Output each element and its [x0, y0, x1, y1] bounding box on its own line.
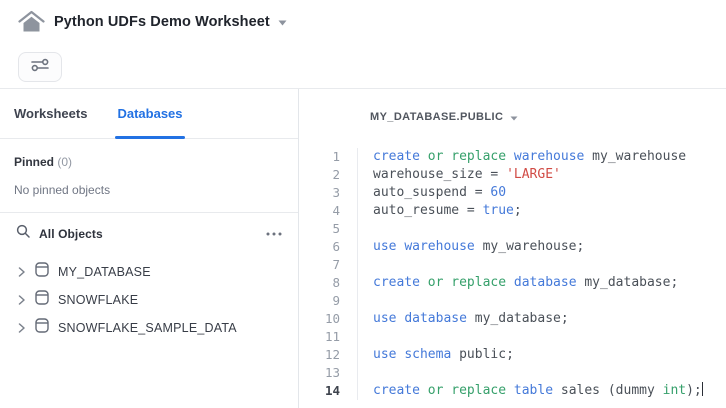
line-number: 6	[299, 238, 358, 256]
code-content: create or replace database my_database;	[373, 275, 679, 290]
code-line[interactable]: 7	[299, 256, 726, 274]
chevron-right-icon[interactable]	[18, 295, 26, 305]
active-tab-underline	[115, 135, 185, 139]
code-line[interactable]: 8 create or replace database my_database;	[299, 274, 726, 292]
sidebar: Worksheets Databases Pinned (0) No pinne…	[0, 89, 298, 408]
code-line[interactable]: 10 use database my_database;	[299, 310, 726, 328]
line-number: 3	[299, 184, 358, 202]
tree-item-snowflake[interactable]: SNOWFLAKE	[0, 286, 298, 314]
line-number: 11	[299, 328, 358, 346]
code-line[interactable]: 1 create or replace warehouse my_warehous…	[299, 148, 726, 166]
chevron-right-icon[interactable]	[18, 323, 26, 333]
line-number: 13	[299, 364, 358, 382]
chevron-down-icon	[510, 108, 518, 126]
pinned-count: (0)	[57, 155, 73, 169]
code-line[interactable]: 11	[299, 328, 726, 346]
tab-databases[interactable]: Databases	[115, 89, 185, 139]
editor-panel: MY_DATABASE.PUBLIC 1 create or replace wa…	[299, 89, 726, 408]
tree-item-my-database[interactable]: MY_DATABASE	[0, 258, 298, 286]
section-divider	[0, 212, 298, 213]
code-content: auto_resume = true;	[373, 203, 522, 218]
code-line[interactable]: 14 create or replace table sales (dummy i…	[299, 382, 726, 400]
line-number: 7	[299, 256, 358, 274]
code-content: auto_suspend = 60	[373, 185, 507, 200]
page-title: Python UDFs Demo Worksheet	[54, 14, 270, 30]
database-icon	[35, 262, 49, 282]
code-lines: 1 create or replace warehouse my_warehous…	[299, 148, 726, 400]
code-content: create or replace table sales (dummy int…	[373, 382, 704, 398]
home-button[interactable]	[18, 10, 48, 36]
tab-worksheets[interactable]: Worksheets	[14, 89, 87, 139]
code-line[interactable]: 9	[299, 292, 726, 310]
code-content: use database my_database;	[373, 311, 569, 326]
code-line[interactable]: 2 warehouse_size = 'LARGE'	[299, 166, 726, 184]
chevron-down-icon	[278, 13, 287, 31]
sql-code-editor[interactable]: 1 create or replace warehouse my_warehous…	[299, 148, 726, 400]
text-cursor	[701, 382, 704, 396]
line-number: 5	[299, 220, 358, 238]
code-content: use warehouse my_warehouse;	[373, 239, 585, 254]
code-content	[358, 364, 373, 382]
code-content	[358, 256, 373, 274]
line-number: 14	[299, 382, 358, 400]
line-number: 12	[299, 346, 358, 364]
tab-label: Worksheets	[14, 106, 88, 121]
code-line[interactable]: 13	[299, 364, 726, 382]
pinned-label: Pinned	[14, 155, 55, 169]
tab-label: Databases	[117, 106, 183, 121]
database-context-selector[interactable]: MY_DATABASE.PUBLIC	[370, 108, 518, 126]
database-icon	[35, 318, 49, 338]
tree-item-label: SNOWFLAKE	[58, 293, 139, 307]
more-options-button[interactable]	[266, 232, 282, 236]
tree-item-label: SNOWFLAKE_SAMPLE_DATA	[58, 321, 237, 335]
tree-item-label: MY_DATABASE	[58, 265, 151, 279]
code-line[interactable]: 5	[299, 220, 726, 238]
pinned-section-header: Pinned (0)	[14, 155, 284, 169]
code-line[interactable]: 12 use schema public;	[299, 346, 726, 364]
line-number: 2	[299, 166, 358, 184]
line-number: 8	[299, 274, 358, 292]
search-icon[interactable]	[16, 224, 30, 243]
code-content	[358, 292, 373, 310]
home-icon	[18, 10, 45, 38]
code-content: create or replace warehouse my_warehouse	[373, 149, 687, 164]
code-line[interactable]: 3 auto_suspend = 60	[299, 184, 726, 202]
worksheet-title-dropdown[interactable]: Python UDFs Demo Worksheet	[54, 13, 287, 31]
line-number: 9	[299, 292, 358, 310]
filters-button[interactable]	[18, 52, 62, 82]
all-objects-label[interactable]: All Objects	[39, 226, 103, 241]
tree-item-snowflake-sample-data[interactable]: SNOWFLAKE_SAMPLE_DATA	[0, 314, 298, 342]
code-content: use schema public;	[373, 347, 514, 362]
no-pinned-objects-text: No pinned objects	[14, 183, 111, 197]
sliders-icon	[31, 58, 49, 77]
code-content	[358, 328, 373, 346]
panel-divider	[298, 89, 299, 408]
database-tree: MY_DATABASE SNOWFLAKE	[0, 258, 298, 342]
header-divider	[0, 88, 726, 89]
code-content: warehouse_size = 'LARGE'	[373, 167, 561, 182]
code-content	[358, 220, 373, 238]
line-number: 10	[299, 310, 358, 328]
sidebar-tabs: Worksheets Databases	[0, 89, 298, 139]
line-number: 4	[299, 202, 358, 220]
code-line[interactable]: 6 use warehouse my_warehouse;	[299, 238, 726, 256]
chevron-right-icon[interactable]	[18, 267, 26, 277]
context-label: MY_DATABASE.PUBLIC	[370, 111, 504, 123]
all-objects-header: All Objects	[0, 213, 298, 254]
code-line[interactable]: 4 auto_resume = true;	[299, 202, 726, 220]
ellipsis-icon	[266, 232, 282, 235]
database-icon	[35, 290, 49, 310]
line-number: 1	[299, 148, 358, 166]
